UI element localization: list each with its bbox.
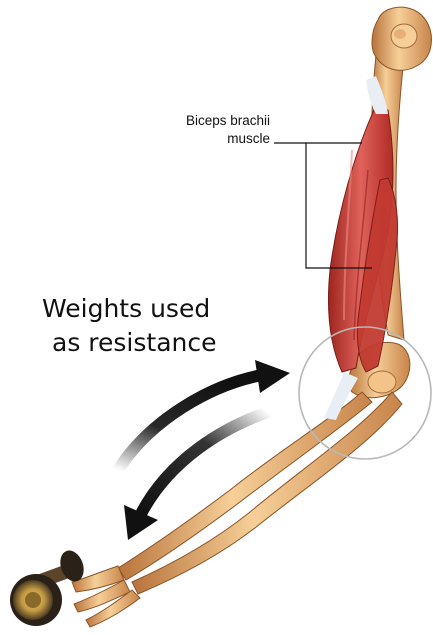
weights-label-line1: Weights used xyxy=(42,292,292,326)
biceps-label-line2: muscle xyxy=(118,130,270,148)
biceps-label: Biceps brachii muscle xyxy=(118,112,270,148)
biceps-label-line1: Biceps brachii xyxy=(118,112,270,130)
weights-label-line2: as resistance xyxy=(42,326,292,360)
weights-label: Weights used as resistance xyxy=(42,292,292,360)
